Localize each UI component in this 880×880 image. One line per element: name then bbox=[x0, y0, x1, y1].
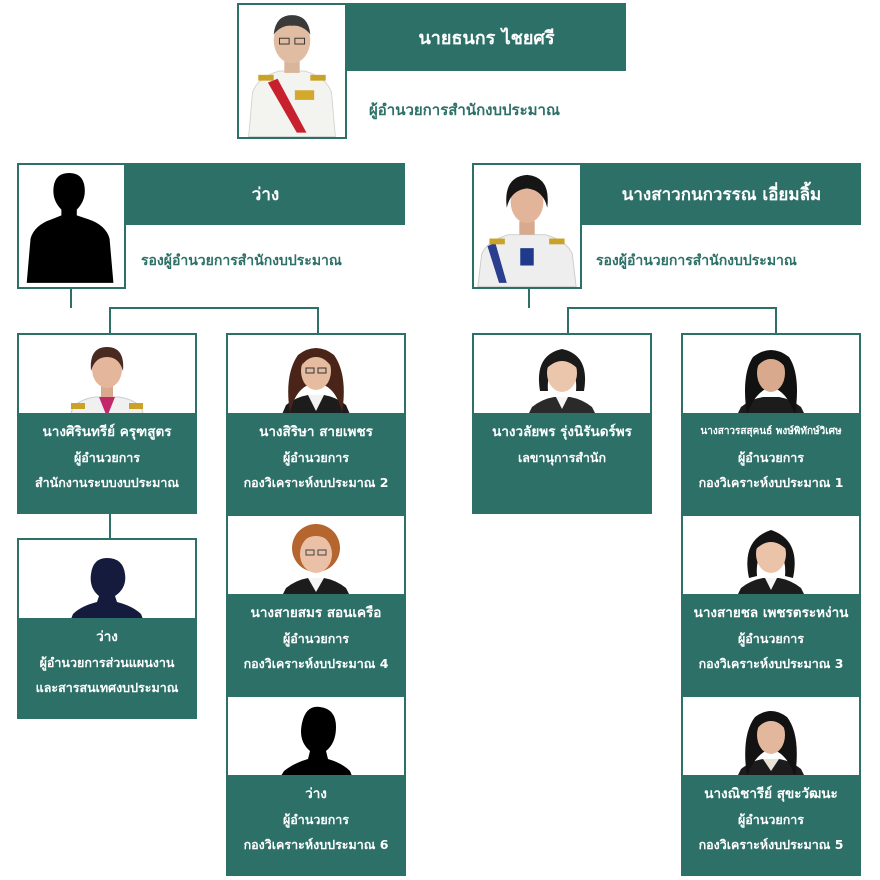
card-name: ว่าง bbox=[96, 629, 118, 645]
person-female-icon bbox=[228, 335, 404, 419]
card-budget-analysis-2: นางสิริษา สายเพชร ผู้อำนวยการ กองวิเคราะ… bbox=[226, 333, 406, 514]
card-name: นางณิชารีย์ สุขะวัฒนะ bbox=[704, 786, 838, 802]
card-unit: และสารสนเทศงบประมาณ bbox=[35, 680, 179, 695]
deputy-left-title: รองผู้อำนวยการสำนักงบประมาณ bbox=[141, 253, 342, 269]
connector-right-branch-1 bbox=[567, 307, 569, 334]
card-name: นางสายสมร สอนเครือ bbox=[250, 605, 382, 621]
card-budget-system-office: นางศิรินทรีย์ ครุฑสูตร ผู้อำนวยการ สำนัก… bbox=[17, 333, 197, 514]
deputy-right-name: นางสาวกนกวรรณ เอี่ยมลิ้ม bbox=[621, 184, 822, 205]
card-name: นางวลัยพร รุ่งนิรันดร์พร bbox=[492, 424, 632, 440]
deputy-left-name: ว่าง bbox=[251, 184, 280, 205]
card-unit: สำนักงานระบบงบประมาณ bbox=[35, 475, 179, 490]
deputy-right-title: รองผู้อำนวยการสำนักงบประมาณ bbox=[596, 253, 797, 269]
card-office-secretary: นางวลัยพร รุ่งนิรันดร์พร เลขานุการสำนัก bbox=[472, 333, 652, 514]
person-female-icon bbox=[683, 697, 859, 781]
card-role: ผู้อำนวยการ bbox=[737, 631, 805, 646]
director-title: ผู้อำนวยการสำนักงบประมาณ bbox=[369, 101, 560, 119]
card-role: ผู้อำนวยการ bbox=[282, 631, 350, 646]
person-female-icon bbox=[474, 335, 650, 419]
director-photo bbox=[237, 3, 347, 139]
card-unit: กองวิเคราะห์งบประมาณ 1 bbox=[698, 475, 844, 490]
vacant-silhouette-icon bbox=[228, 697, 404, 781]
card-name: ว่าง bbox=[305, 786, 327, 802]
card-planning-info-division: ว่าง ผู้อำนวยการส่วนแผนงาน และสารสนเทศงบ… bbox=[17, 538, 197, 719]
person-female-icon bbox=[683, 335, 859, 419]
connector-left-horizontal bbox=[109, 307, 319, 309]
card-role: ผู้อำนวยการ bbox=[73, 450, 141, 465]
card-unit: กองวิเคราะห์งบประมาณ 2 bbox=[243, 475, 389, 490]
person-official-female-icon bbox=[19, 335, 195, 419]
vacant-silhouette-icon bbox=[19, 540, 195, 624]
card-role: ผู้อำนวยการ bbox=[282, 450, 350, 465]
director-name: นายธนกร ไชยศรี bbox=[418, 27, 555, 49]
card-budget-analysis-1: นางสาวรสสุคนธ์ พงษ์พิทักษ์วิเศษ ผู้อำนวย… bbox=[681, 333, 861, 514]
card-unit: กองวิเคราะห์งบประมาณ 6 bbox=[243, 837, 389, 852]
deputy-right-name-bar: นางสาวกนกวรรณ เอี่ยมลิ้ม bbox=[582, 163, 861, 225]
deputy-left-photo bbox=[17, 163, 126, 289]
connector-left-down bbox=[70, 288, 72, 308]
connector-left-vertical-sub bbox=[109, 512, 111, 540]
card-role: ผู้อำนวยการส่วนแผนงาน bbox=[39, 655, 175, 670]
card-name: นางสิริษา สายเพชร bbox=[259, 424, 373, 440]
connector-right-branch-2 bbox=[775, 307, 777, 334]
deputy-left-name-bar: ว่าง bbox=[126, 163, 405, 225]
card-unit: กองวิเคราะห์งบประมาณ 4 bbox=[243, 656, 389, 671]
card-role: ผู้อำนวยการ bbox=[737, 812, 805, 827]
card-budget-analysis-6: ว่าง ผู้อำนวยการ กองวิเคราะห์งบประมาณ 6 bbox=[226, 695, 406, 876]
connector-right-horizontal bbox=[567, 307, 777, 309]
card-role: เลขานุการสำนัก bbox=[517, 450, 607, 465]
card-unit: กองวิเคราะห์งบประมาณ 3 bbox=[698, 656, 844, 671]
person-official-female-icon bbox=[474, 165, 580, 287]
connector-right-down bbox=[528, 288, 530, 308]
card-name: นางสายชล เพชรตระหง่าน bbox=[693, 605, 849, 621]
connector-left-branch-1 bbox=[109, 307, 111, 334]
person-female-icon bbox=[228, 516, 404, 600]
person-female-icon bbox=[683, 516, 859, 600]
card-budget-analysis-4: นางสายสมร สอนเครือ ผู้อำนวยการ กองวิเครา… bbox=[226, 514, 406, 695]
card-name: นางสาวรสสุคนธ์ พงษ์พิทักษ์วิเศษ bbox=[700, 426, 842, 437]
card-budget-analysis-3: นางสายชล เพชรตระหง่าน ผู้อำนวยการ กองวิเ… bbox=[681, 514, 861, 695]
deputy-right-photo bbox=[472, 163, 582, 289]
person-official-icon bbox=[239, 5, 345, 137]
connector-left-branch-2 bbox=[317, 307, 319, 334]
vacant-silhouette-icon bbox=[19, 165, 124, 287]
card-role: ผู้อำนวยการ bbox=[282, 812, 350, 827]
card-role: ผู้อำนวยการ bbox=[737, 450, 805, 465]
card-unit: กองวิเคราะห์งบประมาณ 5 bbox=[698, 837, 844, 852]
card-name: นางศิรินทรีย์ ครุฑสูตร bbox=[42, 424, 172, 440]
director-name-bar: นายธนกร ไชยศรี bbox=[347, 3, 626, 71]
card-budget-analysis-5: นางณิชารีย์ สุขะวัฒนะ ผู้อำนวยการ กองวิเ… bbox=[681, 695, 861, 876]
